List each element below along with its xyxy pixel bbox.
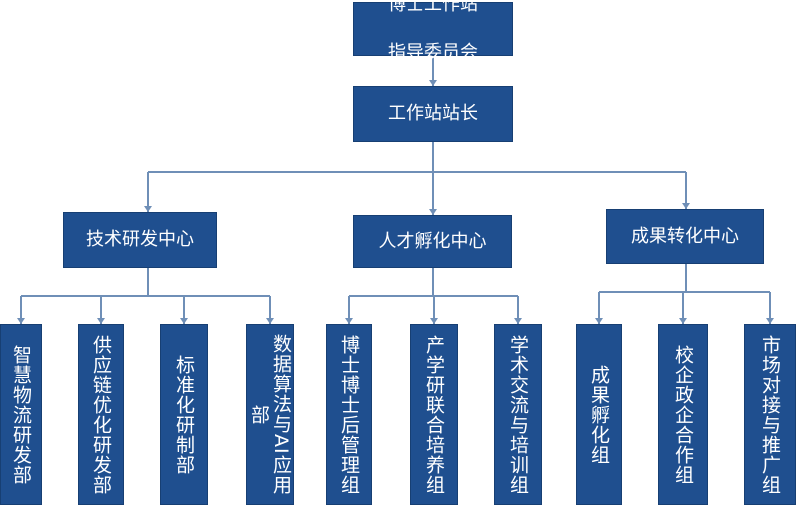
dept-label: 市场对接与推广组 xyxy=(759,334,781,495)
dept-university-govt-cooperation: 校企政企合作组 xyxy=(658,324,708,505)
arrow-head xyxy=(144,206,152,212)
dept-label: 供应链优化研发部 xyxy=(90,334,112,495)
dept-standardization: 标准化研制部 xyxy=(160,324,208,505)
arrow-head xyxy=(429,209,437,215)
dept-market-promotion: 市场对接与推广组 xyxy=(744,324,796,505)
dept-label: 产学研联合培养组 xyxy=(423,334,445,495)
arrow-head xyxy=(514,318,522,324)
steering-committee-line2: 指导委员会 xyxy=(388,42,478,63)
dept-smart-logistics: 智慧物流研发部 xyxy=(0,324,42,505)
dept-label: 数据算法与AI应用部 xyxy=(248,334,292,495)
dept-data-ai: 数据算法与AI应用部 xyxy=(246,324,294,505)
arrow-head xyxy=(180,318,188,324)
arrow-head xyxy=(97,318,105,324)
dept-incubation: 成果孵化组 xyxy=(576,324,622,505)
station-head-box: 工作站站长 xyxy=(353,86,513,142)
arrow-head xyxy=(266,318,274,324)
dept-label: 校企政企合作组 xyxy=(672,344,694,485)
arrow-head xyxy=(429,80,437,86)
dept-joint-training: 产学研联合培养组 xyxy=(410,324,458,505)
dept-academic-exchange: 学术交流与培训组 xyxy=(494,324,542,505)
steering-committee-box: 博士工作站 指导委员会 xyxy=(353,0,513,63)
dept-label: 成果孵化组 xyxy=(588,364,610,465)
dept-label: 学术交流与培训组 xyxy=(507,334,529,495)
dept-label: 博士博士后管理组 xyxy=(338,334,360,495)
arrow-head xyxy=(595,318,603,324)
arrow-head xyxy=(345,318,353,324)
arrow-head xyxy=(682,203,690,209)
station-head-label: 工作站站长 xyxy=(388,103,478,124)
dept-label: 标准化研制部 xyxy=(173,354,195,475)
arrow-head xyxy=(17,318,25,324)
dept-supply-chain: 供应链优化研发部 xyxy=(78,324,124,505)
arrow-head xyxy=(430,318,438,324)
dept-label: 智慧物流研发部 xyxy=(10,344,32,485)
center-achievement-transfer: 成果转化中心 xyxy=(606,209,764,264)
center-talent-incubation-label: 人才孵化中心 xyxy=(378,230,487,252)
steering-committee-line1: 博士工作站 xyxy=(388,0,478,15)
dept-phd-management: 博士博士后管理组 xyxy=(326,324,372,505)
arrow-head xyxy=(766,318,774,324)
center-tech-rd-label: 技术研发中心 xyxy=(86,229,194,250)
center-tech-rd: 技术研发中心 xyxy=(63,212,217,268)
center-talent-incubation: 人才孵化中心 xyxy=(353,215,512,268)
center-achievement-transfer-label: 成果转化中心 xyxy=(631,225,739,247)
arrow-head xyxy=(679,318,687,324)
